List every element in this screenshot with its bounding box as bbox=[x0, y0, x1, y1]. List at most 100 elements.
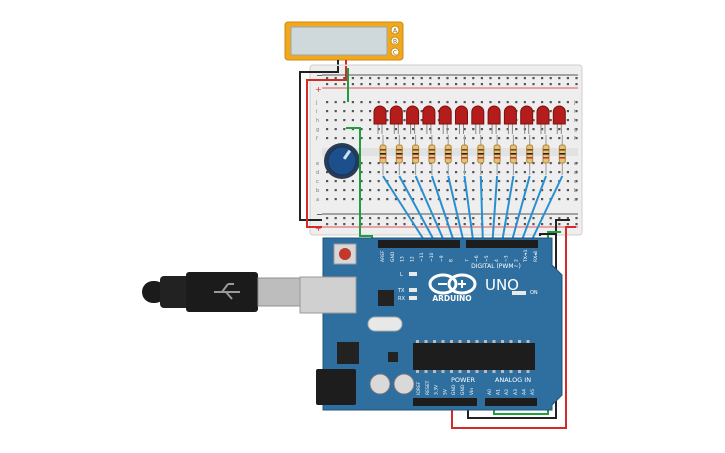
pin-label: A2 bbox=[504, 389, 510, 395]
power-label: POWER bbox=[451, 376, 476, 384]
resistor[interactable] bbox=[412, 135, 420, 175]
pin-label: RX◂0 bbox=[533, 251, 539, 262]
potentiometer[interactable] bbox=[324, 143, 360, 179]
pin-label: 5V bbox=[442, 388, 448, 395]
uno-label: UNO bbox=[485, 276, 519, 294]
pin-label: ~3 bbox=[504, 255, 510, 262]
led[interactable] bbox=[536, 105, 550, 134]
resistor[interactable] bbox=[379, 135, 387, 175]
signal-wire bbox=[491, 175, 499, 241]
pin-label: GND bbox=[460, 384, 466, 395]
pin-label: 7 bbox=[464, 259, 470, 262]
led[interactable] bbox=[422, 105, 436, 134]
signal-wire bbox=[398, 175, 435, 241]
led[interactable] bbox=[520, 105, 534, 134]
tx-led-label: TX bbox=[397, 288, 405, 294]
signal-wire bbox=[447, 175, 465, 241]
row-label: f bbox=[316, 136, 318, 142]
ic-pins bbox=[416, 340, 530, 373]
usb-icon bbox=[214, 283, 240, 300]
lcd-pin-label: B bbox=[393, 39, 397, 46]
resistor[interactable] bbox=[477, 135, 485, 175]
pin-label: A0 bbox=[487, 389, 493, 395]
resistor[interactable] bbox=[493, 135, 501, 175]
resistor[interactable] bbox=[428, 135, 436, 175]
led[interactable] bbox=[438, 105, 452, 134]
signal-wire bbox=[382, 175, 425, 241]
led[interactable] bbox=[471, 105, 485, 134]
row-label: d bbox=[574, 170, 577, 176]
resistor-array bbox=[379, 135, 566, 175]
led[interactable] bbox=[406, 105, 420, 134]
pin-label: 13 bbox=[400, 256, 406, 262]
pin-label: IOREF bbox=[416, 381, 422, 395]
led-array bbox=[373, 105, 566, 134]
row-label: b bbox=[316, 188, 319, 194]
pin-label: A3 bbox=[513, 389, 519, 395]
resistor[interactable] bbox=[395, 135, 403, 175]
lcd-display[interactable]: A B C bbox=[284, 21, 404, 66]
rx-led-label: RX bbox=[398, 296, 405, 302]
row-label: h bbox=[316, 118, 319, 124]
pin-label: AREF bbox=[380, 250, 386, 262]
pin-label: GND bbox=[390, 251, 396, 262]
pin-label: TX➔1 bbox=[523, 249, 529, 263]
pin-label: ~9 bbox=[439, 255, 445, 262]
pin-label: A4 bbox=[521, 389, 527, 395]
signal-wire bbox=[414, 175, 445, 241]
signal-wire bbox=[511, 175, 531, 241]
row-label: f bbox=[574, 136, 576, 142]
led[interactable] bbox=[487, 105, 501, 134]
usb-cable bbox=[142, 272, 305, 312]
row-label: i bbox=[316, 109, 317, 115]
rail-plus-label: + bbox=[315, 85, 322, 94]
signal-wire bbox=[430, 175, 455, 241]
power-header[interactable] bbox=[413, 398, 477, 406]
row-label: d bbox=[316, 170, 319, 176]
pin-label: 3.3V bbox=[434, 384, 440, 395]
digital-header-title: DIGITAL (PWM~) bbox=[471, 263, 521, 270]
led[interactable] bbox=[389, 105, 403, 134]
led[interactable] bbox=[552, 105, 566, 134]
row-label: e bbox=[316, 161, 319, 167]
resistor[interactable] bbox=[509, 135, 517, 175]
analog-header[interactable] bbox=[485, 398, 537, 406]
led[interactable] bbox=[455, 105, 468, 134]
resistor[interactable] bbox=[444, 135, 452, 175]
rail-minus-label: − bbox=[316, 210, 323, 219]
resistor[interactable] bbox=[558, 135, 566, 175]
signal-wire bbox=[501, 175, 515, 241]
led[interactable] bbox=[503, 105, 517, 134]
pin-label: A5 bbox=[530, 389, 536, 395]
pin-label: ~6 bbox=[474, 255, 480, 262]
pin-label: A1 bbox=[496, 389, 502, 395]
signal-wire bbox=[521, 175, 547, 241]
pin-label: 12 bbox=[409, 256, 415, 262]
row-label: j bbox=[573, 100, 575, 106]
digital-header-right[interactable] bbox=[466, 240, 538, 248]
digital-header-left[interactable] bbox=[378, 240, 460, 248]
analog-in-label: ANALOG IN bbox=[495, 376, 531, 384]
arduino-uno-board[interactable]: ARDUINO UNO DIGITAL (PWM~) POWER ANALOG … bbox=[299, 237, 563, 411]
led[interactable] bbox=[373, 105, 387, 134]
row-label: g bbox=[316, 127, 319, 133]
lcd-pin-label: A bbox=[393, 28, 398, 35]
row-label: a bbox=[574, 197, 577, 203]
resistor[interactable] bbox=[526, 135, 534, 175]
signal-wire bbox=[463, 175, 474, 241]
pin-label: Vin bbox=[469, 388, 475, 395]
l-led-label: L bbox=[400, 272, 403, 278]
pin-label: ~11 bbox=[419, 252, 425, 262]
resistor[interactable] bbox=[461, 135, 468, 175]
rail-minus-label: − bbox=[316, 71, 323, 80]
resistor[interactable] bbox=[542, 135, 550, 175]
row-label: c bbox=[574, 179, 577, 185]
on-led-label: ON bbox=[530, 290, 538, 296]
pin-label: 8 bbox=[449, 259, 455, 262]
arduino-brand-label: ARDUINO bbox=[432, 294, 471, 303]
pin-label: ~10 bbox=[429, 252, 435, 262]
signal-wire bbox=[479, 175, 484, 241]
